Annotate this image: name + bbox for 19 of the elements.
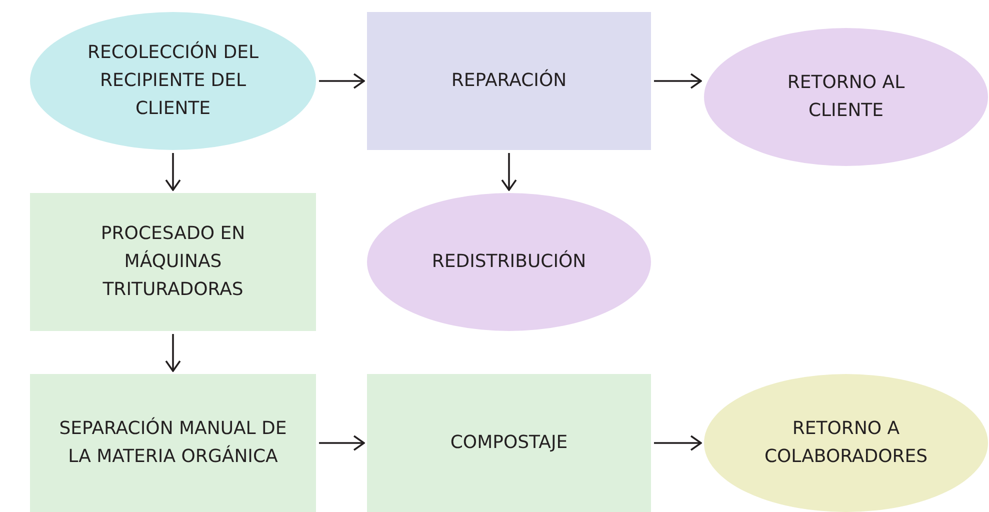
node-label: REPARACIÓN xyxy=(451,68,567,93)
arrow xyxy=(319,73,365,89)
arrow xyxy=(319,435,365,451)
node-label: REDISTRIBUCIÓN xyxy=(432,249,586,274)
arrow xyxy=(165,334,181,372)
arrow xyxy=(654,73,702,89)
node-label: RETORNO AL CLIENTE xyxy=(786,71,906,123)
node-label: COMPOSTAJE xyxy=(450,431,568,455)
node-label: PROCESADO EN MÁQUINAS TRITURADORAS xyxy=(100,222,246,302)
arrow xyxy=(165,153,181,191)
node-label: RECOLECCIÓN DEL RECIPIENTE DEL CLIENTE xyxy=(86,40,260,121)
process-box xyxy=(367,374,651,512)
process-box xyxy=(30,193,316,331)
process-box xyxy=(367,12,651,150)
arrow xyxy=(501,153,517,191)
arrow xyxy=(654,435,702,451)
node-label: RETORNO A COLABORADORES xyxy=(763,417,929,469)
process-box xyxy=(30,374,316,512)
node-label: SEPARACIÓN MANUAL DE LA MATERIA ORGÁNICA xyxy=(58,416,288,469)
